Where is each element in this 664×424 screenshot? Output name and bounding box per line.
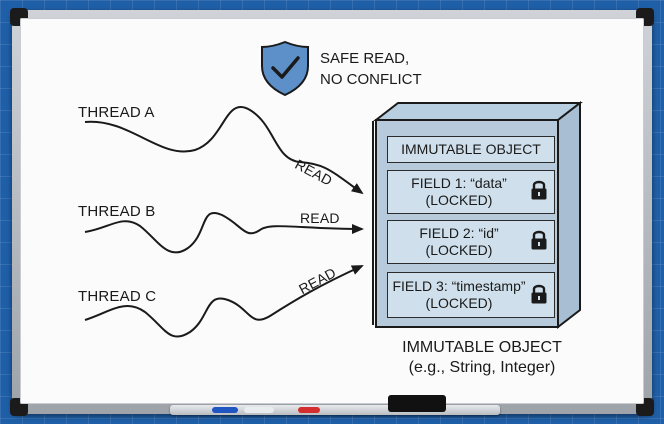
object-caption: IMMUTABLE OBJECT (e.g., String, Integer) [392,338,572,378]
blue-marker [212,407,238,413]
object-caption-line1: IMMUTABLE OBJECT [402,339,562,356]
thread-b-line [84,212,364,254]
field-1-box: FIELD 1: “data” (LOCKED) [387,170,555,214]
object-caption-line2: (e.g., String, Integer) [408,359,556,376]
object-header: IMMUTABLE OBJECT [387,136,555,163]
thread-c-line [84,265,364,338]
field-2-box: FIELD 2: “id” (LOCKED) [387,220,555,264]
field-3-box: FIELD 3: “timestamp” (LOCKED) [387,272,555,318]
white-marker [244,407,274,413]
thread-a-label: THREAD A [78,104,155,121]
safe-read-label: SAFE READ, NO CONFLICT [320,48,422,90]
safe-read-line1: SAFE READ, [320,50,410,67]
whiteboard-eraser [388,395,446,412]
lock-icon [531,230,547,250]
field-1-status: (LOCKED) [425,192,493,208]
field-1-text: FIELD 1: “data” (LOCKED) [388,175,530,209]
field-2-name: FIELD 2: “id” [419,225,499,241]
marker-tray [170,405,500,415]
shield-check-icon [261,40,309,97]
thread-b-label: THREAD B [78,203,156,220]
field-2-text: FIELD 2: “id” (LOCKED) [388,225,530,259]
red-marker [298,407,320,413]
lock-icon [531,284,547,304]
field-3-text: FIELD 3: “timestamp” (LOCKED) [388,278,530,312]
lock-icon [531,180,547,200]
thread-c-label: THREAD C [78,288,157,305]
field-3-name: FIELD 3: “timestamp” [392,278,526,294]
thread-a-line [84,106,364,195]
field-2-status: (LOCKED) [425,242,493,258]
field-1-name: FIELD 1: “data” [411,175,507,191]
safe-read-line2: NO CONFLICT [320,71,422,88]
field-3-status: (LOCKED) [425,295,493,311]
read-label-b: READ [300,210,340,226]
